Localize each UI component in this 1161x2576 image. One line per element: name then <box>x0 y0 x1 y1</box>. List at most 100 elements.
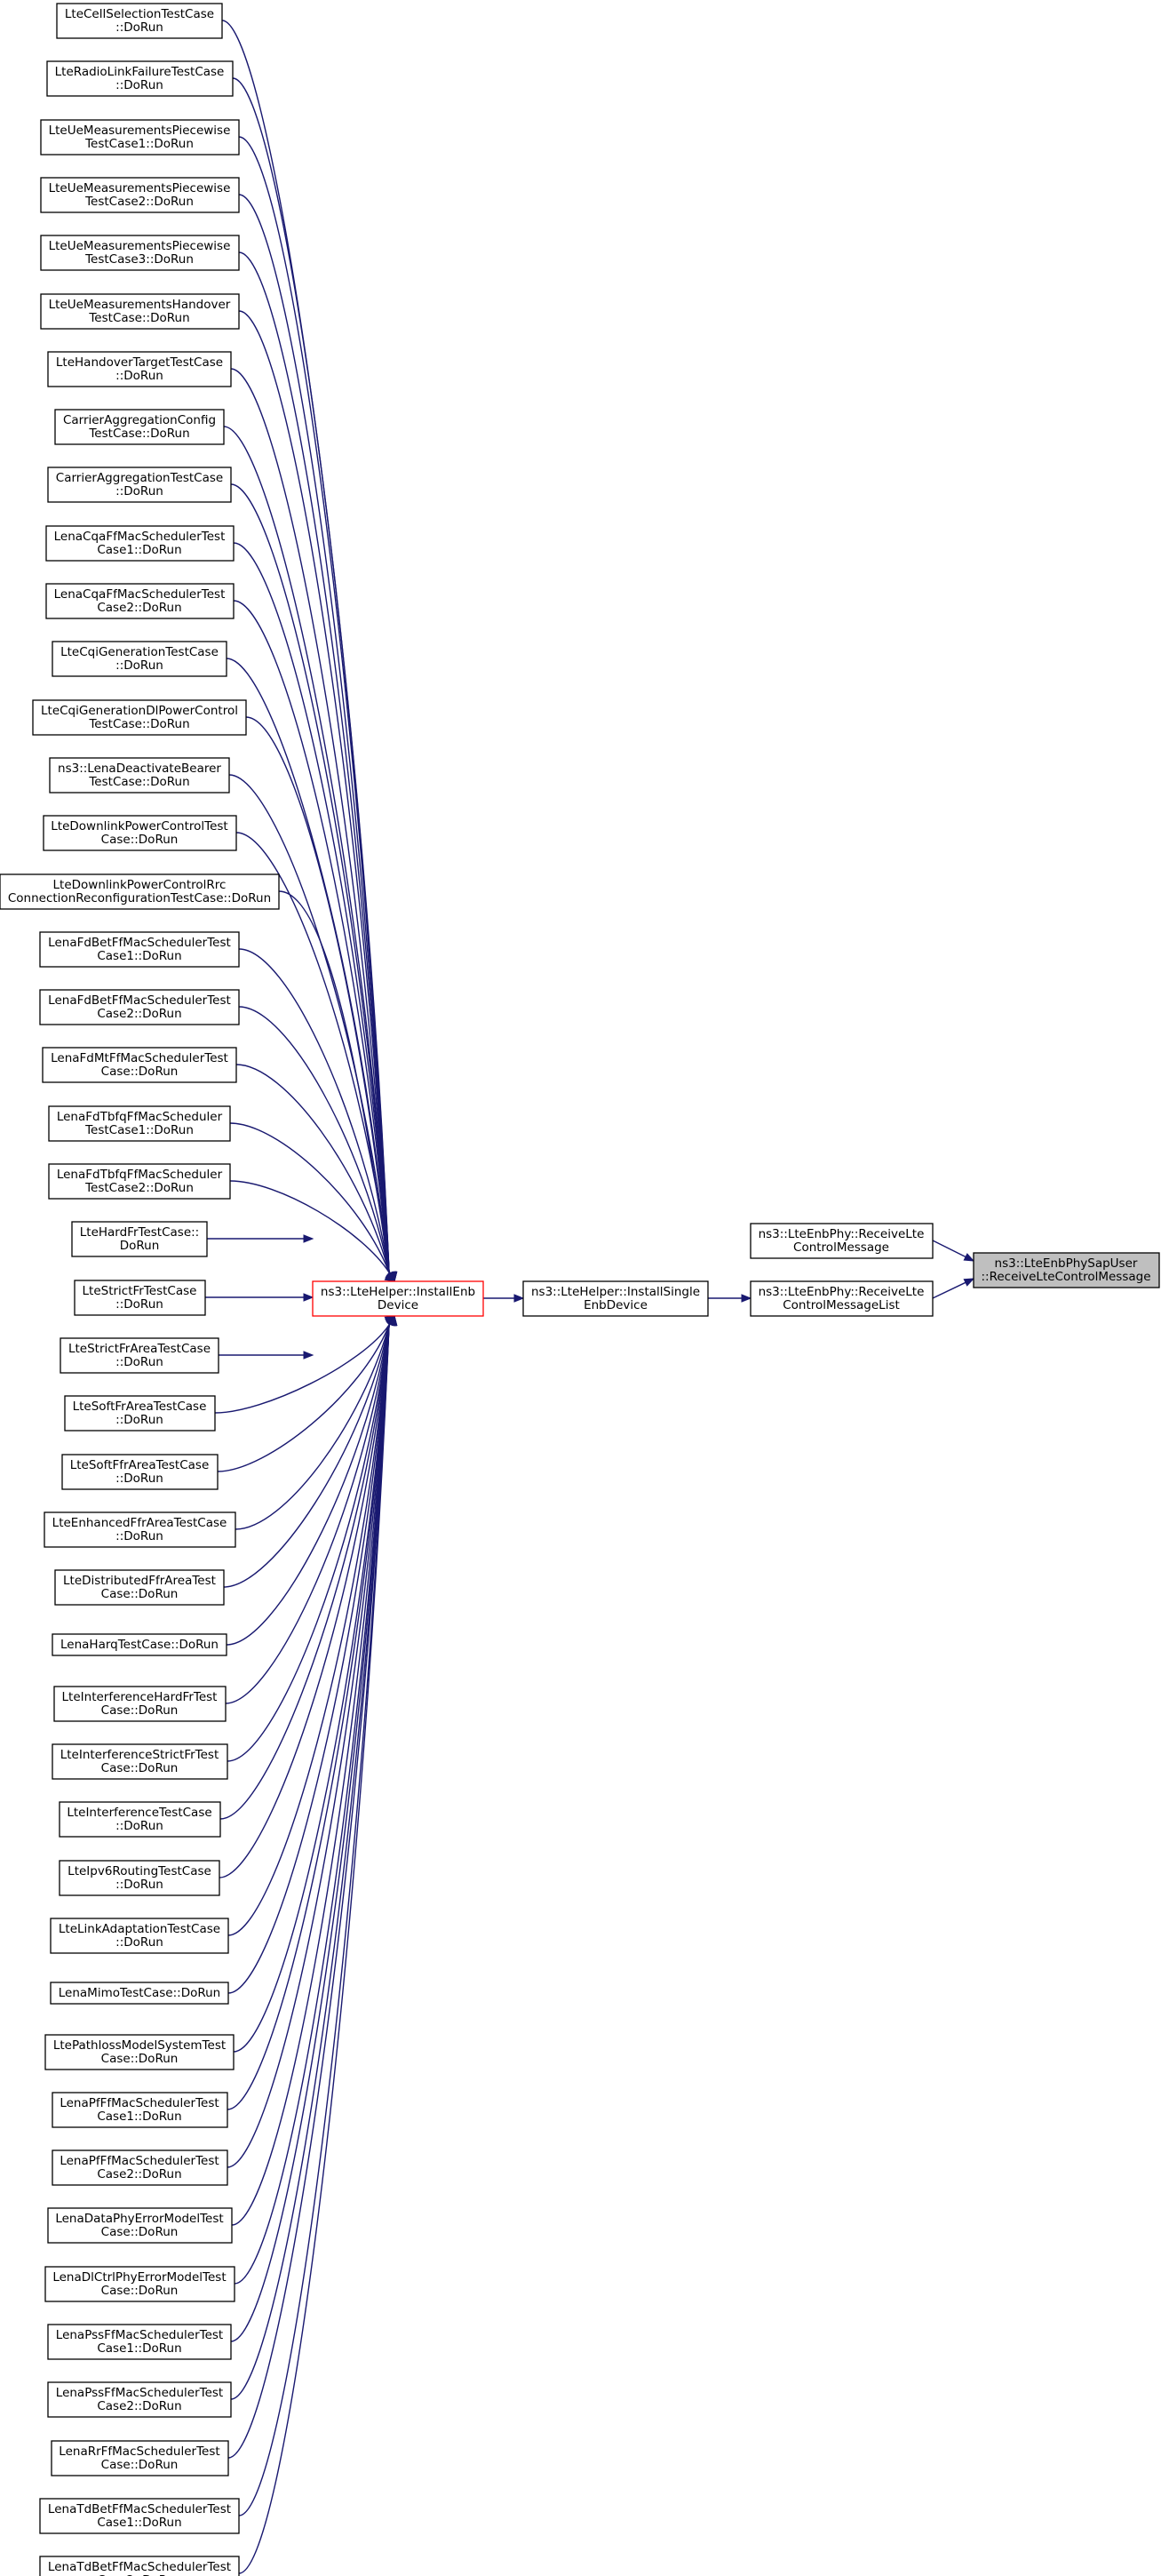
node-caller-37-label: LenaPfFfMacSchedulerTest <box>60 2154 219 2168</box>
node-caller-18-box <box>42 1047 237 1083</box>
node-caller-3[interactable]: LteUeMeasurementsPiecewiseTestCase2::DoR… <box>40 177 240 213</box>
node-install-enb-device-label: ns3::LteHelper::InstallEnb <box>321 1285 475 1299</box>
node-caller-0-label: LteCellSelectionTestCase <box>65 7 214 21</box>
node-caller-7-label: CarrierAggregationConfig <box>63 413 216 427</box>
edge-caller-41-to-install-enb <box>230 1324 390 2400</box>
node-root-box <box>973 1252 1160 1288</box>
node-caller-26-box <box>44 1511 236 1548</box>
node-caller-43-label: Case1::DoRun <box>97 2516 181 2530</box>
node-root-label: ns3::LteEnbPhySapUser <box>995 1256 1138 1271</box>
node-caller-2[interactable]: LteUeMeasurementsPiecewiseTestCase1::DoR… <box>40 119 240 156</box>
node-caller-0[interactable]: LteCellSelectionTestCase::DoRun <box>56 3 223 39</box>
node-caller-25-box <box>61 1454 219 1490</box>
node-caller-12[interactable]: LteCqiGenerationDlPowerControlTestCase::… <box>32 699 247 736</box>
node-caller-34[interactable]: LenaMimoTestCase::DoRun <box>50 1982 229 2005</box>
node-caller-27-label: LteDistributedFfrAreaTest <box>63 1574 216 1588</box>
node-caller-1[interactable]: LteRadioLinkFailureTestCase::DoRun <box>46 60 234 97</box>
node-caller-33-box <box>50 1918 229 1954</box>
node-caller-11[interactable]: LteCqiGenerationTestCase::DoRun <box>52 641 227 677</box>
node-caller-35-label: Case::DoRun <box>101 2052 179 2066</box>
node-caller-15[interactable]: LteDownlinkPowerControlRrcConnectionReco… <box>0 873 280 910</box>
node-receive-lte-control-message-list[interactable]: ns3::LteEnbPhy::ReceiveLteControlMessage… <box>750 1280 934 1317</box>
edge-receive-msg-to-root <box>932 1240 966 1258</box>
node-caller-26[interactable]: LteEnhancedFfrAreaTestCase::DoRun <box>44 1511 236 1548</box>
node-caller-12-label: LteCqiGenerationDlPowerControl <box>41 704 238 718</box>
edge-caller-20-to-install-enb <box>229 1180 390 1273</box>
node-receive-lte-control-message-box <box>750 1223 934 1259</box>
node-caller-31-label: ::DoRun <box>115 1819 163 1833</box>
edge-caller-19-to-install-enb <box>229 1122 390 1273</box>
node-caller-3-label: TestCase2::DoRun <box>84 195 194 209</box>
node-caller-2-label: TestCase1::DoRun <box>84 137 194 151</box>
node-caller-22-box <box>74 1280 206 1316</box>
node-caller-32[interactable]: LteIpv6RoutingTestCase::DoRun <box>59 1860 220 1896</box>
edge-caller-15-to-install-enb <box>278 890 390 1273</box>
node-caller-13-label: TestCase::DoRun <box>88 775 189 789</box>
node-caller-8[interactable]: CarrierAggregationTestCase::DoRun <box>47 467 232 503</box>
node-caller-14-box <box>43 815 237 851</box>
node-caller-22[interactable]: LteStrictFrTestCase::DoRun <box>74 1280 206 1316</box>
edge-install-single-to-receive-list-arrowhead <box>741 1294 752 1303</box>
node-install-single-enb-device-box <box>522 1280 709 1317</box>
node-caller-7-label: TestCase::DoRun <box>88 427 189 441</box>
edge-receive-list-to-root <box>932 1281 966 1299</box>
node-caller-21-label: DoRun <box>120 1239 160 1253</box>
node-root[interactable]: ns3::LteEnbPhySapUser::ReceiveLteControl… <box>973 1252 1160 1288</box>
node-caller-34-box <box>50 1982 229 2005</box>
node-caller-13-label: ns3::LenaDeactivateBearer <box>58 762 221 776</box>
node-caller-41-label: LenaPssFfMacSchedulerTest <box>56 2386 223 2400</box>
node-caller-4[interactable]: LteUeMeasurementsPiecewiseTestCase3::DoR… <box>40 235 240 271</box>
node-caller-12-label: TestCase::DoRun <box>88 717 189 731</box>
node-caller-6-label: LteHandoverTargetTestCase <box>56 355 223 370</box>
node-caller-1-box <box>46 60 234 97</box>
node-caller-21[interactable]: LteHardFrTestCase::DoRun <box>71 1221 208 1257</box>
node-caller-2-box <box>40 119 240 156</box>
node-caller-24[interactable]: LteSoftFrAreaTestCase::DoRun <box>64 1395 216 1432</box>
edge-caller-3-to-install-enb <box>238 194 390 1273</box>
edge-caller-31-to-install-enb <box>219 1324 390 1820</box>
node-caller-33[interactable]: LteLinkAdaptationTestCase::DoRun <box>50 1918 229 1954</box>
node-caller-6[interactable]: LteHandoverTargetTestCase::DoRun <box>47 351 232 387</box>
node-receive-lte-control-message[interactable]: ns3::LteEnbPhy::ReceiveLteControlMessage <box>750 1223 934 1259</box>
node-caller-16-label: LenaFdBetFfMacSchedulerTest <box>48 936 231 950</box>
node-caller-34-label: LenaMimoTestCase::DoRun <box>59 1986 221 2000</box>
edge-caller-25-to-install-enb <box>217 1324 390 1472</box>
node-caller-25[interactable]: LteSoftFfrAreaTestCase::DoRun <box>61 1454 219 1490</box>
node-caller-8-box <box>47 467 232 503</box>
node-caller-28-box <box>52 1633 227 1656</box>
node-caller-27-box <box>54 1569 225 1606</box>
node-receive-lte-control-message-label: ns3::LteEnbPhy::ReceiveLte <box>759 1227 925 1241</box>
node-caller-28[interactable]: LenaHarqTestCase::DoRun <box>52 1633 227 1656</box>
edge-caller-42-to-install-enb <box>227 1324 390 2459</box>
edge-caller-44-to-install-enb <box>238 1324 390 2574</box>
node-caller-31[interactable]: LteInterferenceTestCase::DoRun <box>59 1801 221 1838</box>
node-caller-23[interactable]: LteStrictFrAreaTestCase::DoRun <box>60 1337 219 1374</box>
node-caller-44-box <box>39 2556 240 2576</box>
node-caller-44[interactable]: LenaTdBetFfMacSchedulerTestCase2::DoRun <box>39 2556 240 2576</box>
